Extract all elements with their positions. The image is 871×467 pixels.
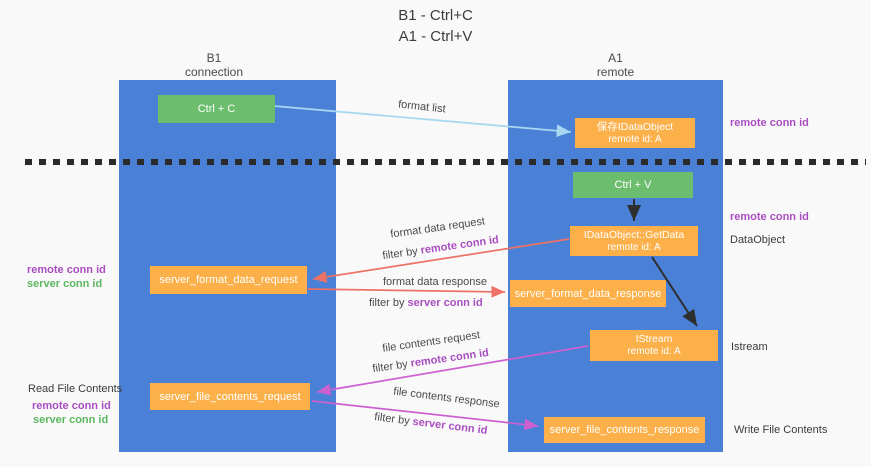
edge-label-format-data-response: format data response bbox=[383, 276, 487, 288]
remote-conn-id-text: remote conn id bbox=[409, 346, 490, 370]
annotation-dataobject: DataObject bbox=[730, 234, 786, 246]
node-save-dataobject-line2: remote id: A bbox=[608, 133, 662, 145]
node-server-format-data-request: server_format_data_request bbox=[150, 266, 307, 294]
node-istream-line1: IStream bbox=[635, 333, 673, 345]
title-line-2: A1 - Ctrl+V bbox=[398, 28, 473, 45]
filter-by-text: filter by bbox=[369, 297, 408, 309]
filter-by-text: filter by bbox=[381, 244, 422, 263]
annotation-read-file-contents: Read File Contents bbox=[28, 383, 123, 395]
node-server-format-data-request-label: server_format_data_request bbox=[159, 274, 298, 286]
diagram-title: B1 - Ctrl+C A1 - Ctrl+V bbox=[0, 5, 871, 47]
node-istream: IStream remote id: A bbox=[590, 330, 718, 361]
right-column-header: A1 remote bbox=[508, 51, 723, 79]
edge-label-file-contents-response-filter: filter by server conn id bbox=[374, 411, 488, 437]
server-conn-id-text: server conn id bbox=[407, 297, 483, 309]
node-idataobject-getdata-line2: remote id: A bbox=[607, 241, 661, 253]
node-idataobject-getdata-line1: IDataObject::GetData bbox=[583, 228, 685, 241]
node-server-file-contents-response-label: server_file_contents_response bbox=[549, 424, 700, 436]
annotation-remote-conn-id-top-right: remote conn id bbox=[730, 117, 809, 129]
annotation-server-conn-id-left: server conn id bbox=[27, 278, 103, 290]
edge-label-format-list: format list bbox=[397, 98, 447, 116]
annotation-remote-conn-id-left-bottom: remote conn id bbox=[32, 400, 111, 412]
node-server-file-contents-request-label: server_file_contents_request bbox=[159, 390, 301, 403]
node-server-file-contents-response: server_file_contents_response bbox=[544, 417, 705, 443]
node-ctrl-v-label: Ctrl + V bbox=[614, 179, 652, 191]
edge-label-file-contents-response: file contents response bbox=[392, 385, 501, 411]
node-server-format-data-response-label: server_format_data_response bbox=[514, 287, 662, 300]
edge-label-format-data-response-filter: filter by server conn id bbox=[369, 297, 483, 309]
server-conn-id-text: server conn id bbox=[411, 415, 489, 437]
right-column-name: A1 bbox=[608, 51, 623, 65]
left-column-header: B1 connection bbox=[119, 51, 309, 79]
node-ctrl-c: Ctrl + C bbox=[158, 95, 275, 123]
arrow-format-data-response bbox=[307, 285, 506, 298]
filter-by-text: filter by bbox=[373, 411, 414, 428]
node-ctrl-v: Ctrl + V bbox=[573, 172, 693, 198]
filter-by-text: filter by bbox=[371, 357, 412, 376]
annotation-server-conn-id-left-bottom: server conn id bbox=[33, 414, 109, 426]
annotation-istream: Istream bbox=[731, 341, 768, 353]
node-server-file-contents-request: server_file_contents_request bbox=[150, 383, 310, 410]
node-save-dataobject-line1: 保存IDataObject bbox=[596, 120, 674, 133]
right-column-role: remote bbox=[596, 65, 635, 79]
left-column-role: connection bbox=[184, 65, 244, 79]
node-ctrl-c-label: Ctrl + C bbox=[197, 103, 236, 115]
annotation-write-file-contents: Write File Contents bbox=[734, 424, 828, 436]
node-server-format-data-response: server_format_data_response bbox=[510, 280, 666, 307]
node-save-dataobject: 保存IDataObject remote id: A bbox=[575, 118, 695, 148]
left-column-name: B1 bbox=[206, 51, 222, 65]
node-idataobject-getdata: IDataObject::GetData remote id: A bbox=[570, 226, 698, 256]
annotation-remote-conn-id-right: remote conn id bbox=[730, 211, 809, 223]
remote-conn-id-text: remote conn id bbox=[419, 233, 500, 257]
node-istream-line2: remote id: A bbox=[627, 346, 681, 357]
title-line-1: B1 - Ctrl+C bbox=[398, 7, 473, 24]
annotation-remote-conn-id-left: remote conn id bbox=[27, 264, 106, 276]
